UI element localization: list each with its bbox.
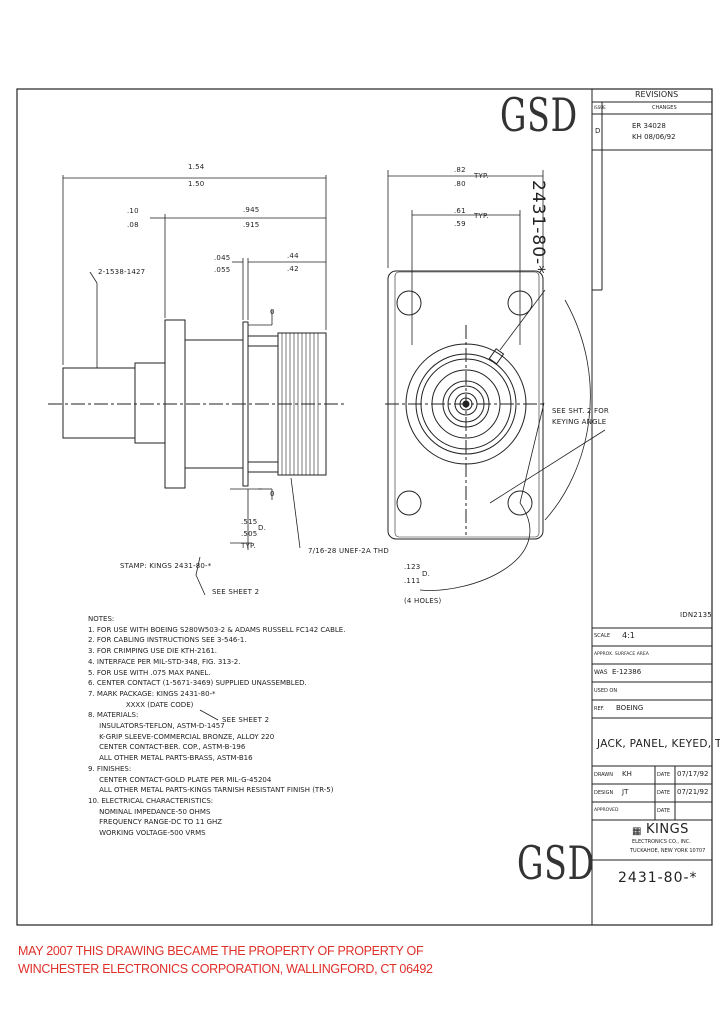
note-line: 6. CENTER CONTACT (1-5671-3469) SUPPLIED… [88, 679, 307, 688]
note-line: 1. FOR USE WITH BOEING S280W503-2 & ADAM… [88, 625, 346, 634]
ref-value: BOEING [616, 704, 644, 712]
dim-515-max: .515 [241, 518, 258, 526]
design-by: JT [622, 788, 629, 796]
design-date-label: DATE [657, 790, 671, 796]
revisions-title: REVISIONS [635, 90, 679, 99]
dim-44-min: .42 [287, 265, 299, 273]
note-line: CENTER CONTACT-BER. COP., ASTM-B-196 [88, 743, 246, 752]
dim-overall-min: 1.50 [188, 180, 205, 188]
note-line: XXXX (DATE CODE) [88, 700, 194, 709]
was-value: E-12386 [612, 668, 642, 676]
drawing-number: IDN2135 [680, 611, 712, 619]
note-line: 10. ELECTRICAL CHARACTERISTICS: [88, 796, 214, 805]
note-line: 9. FINISHES: [88, 764, 132, 773]
scale-label: SCALE [594, 633, 611, 639]
company-sub1: ELECTRONICS CO., INC. [632, 839, 691, 845]
note-line: FREQUENCY RANGE-DC TO 11 GHZ [88, 818, 223, 827]
dim-515-suffix: D. [258, 524, 267, 532]
dim-945-min: .915 [243, 221, 260, 229]
dim-holes: (4 HOLES) [404, 597, 442, 605]
dim-61-typ: TYP. [474, 212, 489, 220]
revisions-row-line2: KH 08/06/92 [632, 133, 676, 141]
dim-045-min: .055 [214, 266, 231, 274]
callout-see-sheet: SEE SHEET 2 [212, 588, 260, 596]
side-view [48, 175, 345, 596]
drawing-title: JACK, PANEL, KEYED, TNC [597, 738, 720, 750]
drawing-border [16, 88, 713, 926]
part-number: 2431-80-* [618, 870, 698, 886]
note-line: 3. FOR CRIMPING USE DIE KTH-2161. [88, 647, 218, 656]
note-line: WORKING VOLTAGE-500 VRMS [88, 829, 206, 838]
drawn-label: DRAWN [594, 772, 613, 778]
dim-61-max: .61 [454, 207, 466, 215]
dim-61-min: .59 [454, 220, 466, 228]
vertical-part-number: 2431-80-* [528, 180, 548, 275]
dim-515-min: .505 [241, 530, 258, 538]
note-line: INSULATORS-TEFLON, ASTM-D-1457 [88, 722, 225, 731]
note-line: K-GRIP SLEEVE-COMMERCIAL BRONZE, ALLOY 2… [88, 732, 275, 741]
dim-045-max: .045 [214, 254, 231, 262]
design-label: DESIGN [594, 790, 614, 796]
dim-123-min: .111 [404, 577, 421, 585]
dim-515-typ: TYP. [241, 542, 256, 550]
ref-label: REF. [594, 706, 605, 712]
front-view [385, 170, 606, 591]
footer-line-2: WINCHESTER ELECTRONICS CORPORATION, WALL… [18, 962, 433, 976]
callout-stamp: STAMP: KINGS 2431-80-* [120, 562, 212, 570]
surface-label: APPROX. SURFACE AREA [594, 652, 649, 657]
dim-123-max: .123 [404, 563, 421, 571]
revisions-row-line1: ER 34028 [632, 122, 666, 130]
dim-10-max: .10 [127, 207, 139, 215]
design-date: 07/21/92 [677, 788, 709, 796]
drawn-date: 07/17/92 [677, 770, 709, 778]
note-line: CENTER CONTACT-GOLD PLATE PER MIL-G-4520… [88, 775, 272, 784]
revisions-row-issue: D [595, 127, 601, 135]
note-line: 8. MATERIALS: [88, 711, 139, 720]
notes-block: NOTES: 1. FOR USE WITH BOEING S280W503-2… [88, 614, 345, 839]
note-line: 5. FOR USE WITH .075 MAX PANEL. [88, 668, 211, 677]
note-line: NOMINAL IMPEDANCE-50 OHMS [88, 807, 211, 816]
callout-thread-right: 7/16-28 UNEF-2A THD [308, 547, 389, 555]
drawn-date-label: DATE [657, 772, 671, 778]
dim-82-typ: TYP. [474, 172, 489, 180]
dim-82-max: .82 [454, 166, 466, 174]
note-line: 2. FOR CABLING INSTRUCTIONS SEE 3-546-1. [88, 636, 247, 645]
was-label: WAS [594, 669, 608, 676]
dim-945-max: .945 [243, 206, 260, 214]
company-sub2: TUCKAHOE, NEW YORK 10707 [630, 848, 706, 854]
note-line: 4. INTERFACE PER MIL-STD-348, FIG. 313-2… [88, 657, 241, 666]
watermark-bottom: GSD [517, 836, 595, 890]
dim-44-max: .44 [287, 252, 299, 260]
company-logo-icon: ▦ [632, 826, 642, 837]
dim-10-min: .08 [127, 221, 139, 229]
callout-keying-2: KEYING ANGLE [552, 418, 607, 426]
revisions-col-changes: CHANGES [652, 105, 677, 111]
approved-label: APPROVED [594, 808, 619, 813]
watermark-top: GSD [500, 88, 578, 142]
company-name: KINGS [646, 822, 689, 837]
used-on-label: USED ON [594, 688, 618, 694]
note-line: ALL OTHER METAL PARTS-BRASS, ASTM-B16 [88, 754, 253, 763]
approved-date-label: DATE [657, 808, 671, 814]
footer-line-1: MAY 2007 THIS DRAWING BECAME THE PROPERT… [18, 944, 424, 958]
callout-keying-1: SEE SHT. 2 FOR [552, 407, 609, 415]
callout-thread-left: 2-1538-1427 [98, 268, 146, 276]
revisions-col-issue: ISSUE [594, 105, 606, 110]
dim-zero-bottom: 0 [270, 490, 275, 498]
drawn-by: KH [622, 770, 632, 778]
note7-see-sheet: SEE SHEET 2 [222, 716, 270, 724]
dim-82-min: .80 [454, 180, 466, 188]
dim-zero-top: 0 [270, 308, 275, 316]
scale-value: 4:1 [622, 631, 635, 640]
dim-overall-max: 1.54 [188, 163, 205, 171]
note-line: 7. MARK PACKAGE: KINGS 2431-80-* [88, 689, 216, 698]
dim-123-suffix: D. [422, 570, 431, 578]
notes-title: NOTES: [88, 615, 115, 623]
note-line: ALL OTHER METAL PARTS-KINGS TARNISH RESI… [88, 786, 334, 795]
